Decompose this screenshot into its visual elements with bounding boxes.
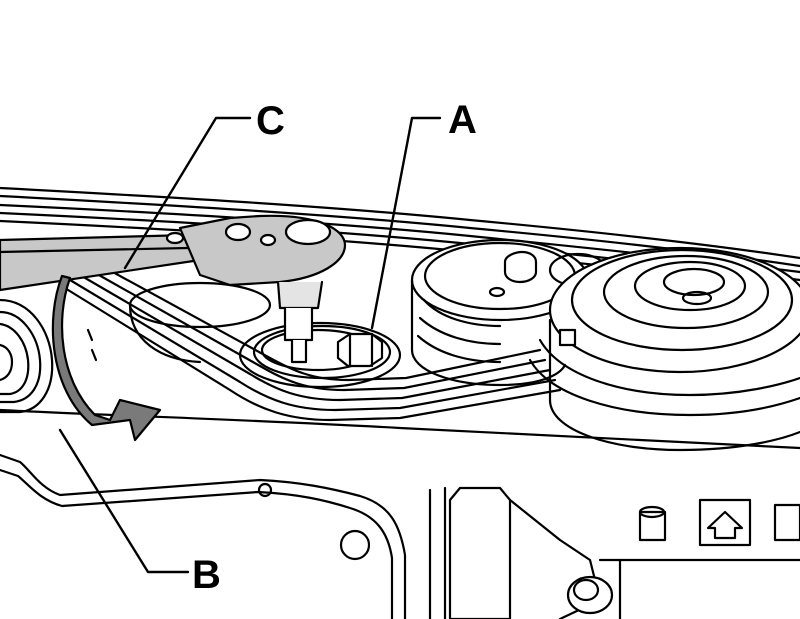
leader-lines: [58, 116, 442, 574]
leader-line-c: [123, 116, 252, 270]
lower-components: [257, 482, 800, 619]
left-pulley: [0, 298, 54, 414]
leader-line-a: [370, 116, 442, 330]
center-pulley: [128, 281, 402, 389]
leader-line-b: [58, 428, 190, 574]
callout-label-c: C: [256, 99, 285, 143]
right-pulleys: [410, 238, 800, 452]
callout-label-a: A: [448, 98, 477, 142]
rotation-arrow: [51, 274, 162, 442]
callout-label-b: B: [192, 553, 221, 597]
ratchet-wrench: [0, 214, 347, 364]
